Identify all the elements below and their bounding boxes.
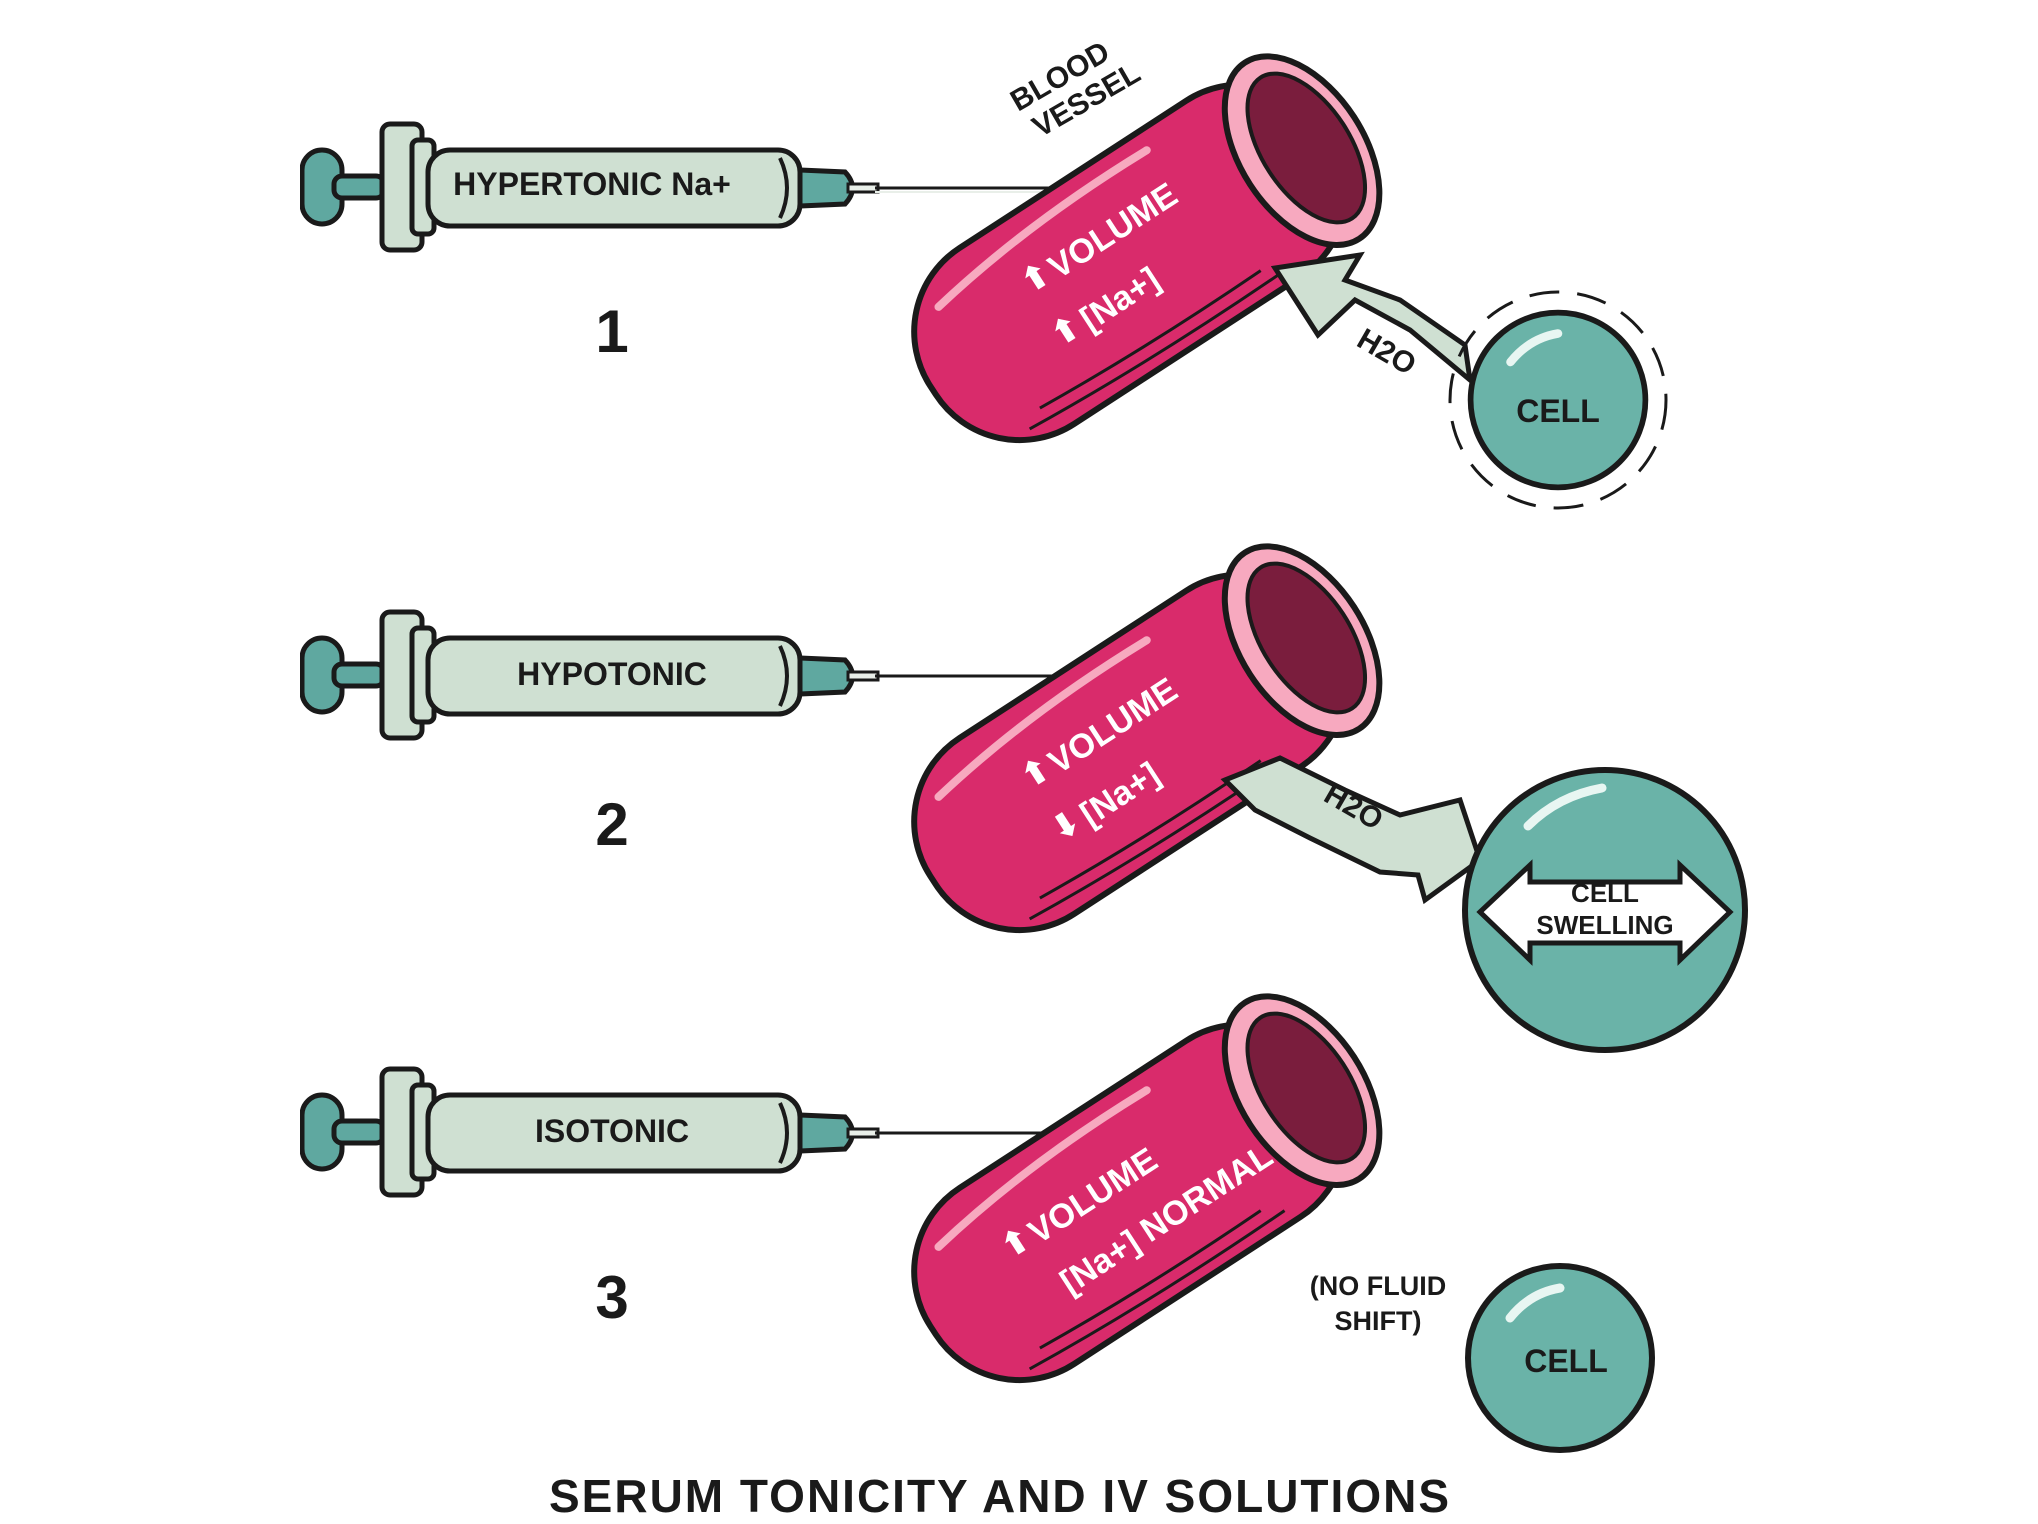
swelling-double-arrow bbox=[1476, 859, 1734, 966]
water-arrow-1 bbox=[1270, 251, 1474, 387]
blood-vessel-2 bbox=[876, 519, 1411, 969]
blood-vessel-3 bbox=[876, 969, 1411, 1419]
no-shift-note-line2: SHIFT) bbox=[1335, 1306, 1422, 1336]
panel-1: HYPERTONIC Na+ BLOOD VESSEL ⬆ VOLUME ⬆ [… bbox=[302, 29, 1668, 510]
panel-number-1: 1 bbox=[595, 298, 628, 365]
syringe-2-label: HYPOTONIC bbox=[517, 656, 707, 692]
panel-number-2: 2 bbox=[595, 791, 628, 858]
syringe-3-label: ISOTONIC bbox=[535, 1113, 689, 1149]
cell-1-label: CELL bbox=[1516, 393, 1600, 429]
panel-2: HYPOTONIC ⬆ VOLUME ⬇ [Na+] H2O CELL SWEL… bbox=[302, 519, 1748, 1053]
cell-2 bbox=[1462, 767, 1748, 1053]
diagram-title: SERUM TONICITY AND IV SOLUTIONS bbox=[549, 1470, 1451, 1522]
cell-3-label: CELL bbox=[1524, 1343, 1608, 1379]
no-shift-note-line1: (NO FLUID bbox=[1310, 1271, 1446, 1301]
blood-vessel-1 bbox=[876, 29, 1411, 479]
cell-2-label-line1: CELL bbox=[1571, 878, 1639, 908]
panel-3: ISOTONIC ⬆ VOLUME [Na+] NORMAL (NO FLUID… bbox=[302, 969, 1652, 1450]
syringe-1-label: HYPERTONIC Na+ bbox=[453, 166, 731, 202]
cell-2-label-line2: SWELLING bbox=[1536, 910, 1673, 940]
panel-number-3: 3 bbox=[595, 1264, 628, 1331]
water-arrow-2 bbox=[1220, 755, 1483, 905]
cell-1 bbox=[1448, 290, 1668, 510]
